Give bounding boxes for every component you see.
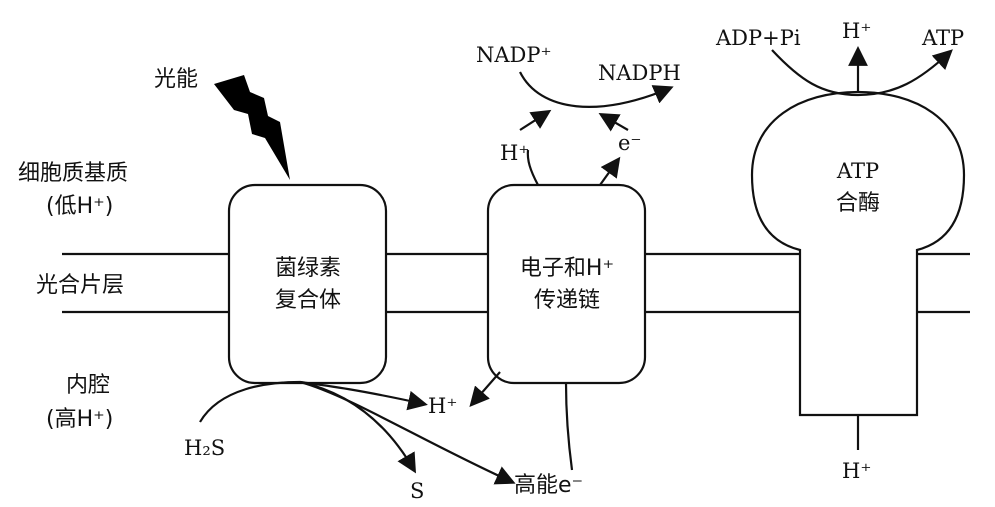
arrow-e-to-nadp xyxy=(598,113,629,132)
h2s-curve xyxy=(199,380,301,423)
arrow-to-h-lumen xyxy=(299,380,428,411)
stroma-note: (低H⁺) xyxy=(46,194,113,219)
high-energy-e-into-chain xyxy=(564,382,574,471)
nadph-label: NADPH xyxy=(598,61,681,85)
lightning-icon xyxy=(214,75,290,180)
h2s-label: H₂S xyxy=(184,436,225,460)
atp-label: ATP xyxy=(921,26,964,50)
e-top-label: e⁻ xyxy=(618,131,642,155)
arrow-adp-to-atp xyxy=(771,49,953,97)
h-lumen-label: H⁺ xyxy=(428,394,457,418)
atp-synthase-label-2: 合酶 xyxy=(836,191,880,216)
arrow-chain-to-e xyxy=(599,156,621,186)
bacteriochlorophyll-complex-box xyxy=(227,183,388,385)
arrow-to-high-energy-e xyxy=(299,380,516,485)
transport-chain-box xyxy=(486,183,647,385)
membrane-lines xyxy=(62,252,970,314)
atp-synthase-label-1: ATP xyxy=(836,159,879,183)
complex-label-1: 菌绿素 xyxy=(275,256,341,281)
lumen-note: (高H⁺) xyxy=(46,407,113,432)
complex-label-2: 复合体 xyxy=(275,288,341,313)
arrow-nadp-to-nadph xyxy=(519,71,674,108)
light-energy-label: 光能 xyxy=(154,67,198,92)
h-top-label: H⁺ xyxy=(500,141,529,165)
chain-label-1: 电子和H⁺ xyxy=(520,256,614,281)
high-energy-e-label: 高能e⁻ xyxy=(514,473,583,498)
lumen-label: 内腔 xyxy=(66,373,110,398)
h-top-stem xyxy=(526,149,539,186)
h-bottom-label: H⁺ xyxy=(842,459,871,483)
arrow-chain-to-h xyxy=(469,371,501,407)
arrow-h-to-nadp xyxy=(519,109,552,131)
chain-label-2: 传递链 xyxy=(534,288,600,313)
nadp-label: NADP⁺ xyxy=(476,43,552,67)
atp-synthase-shape xyxy=(750,90,966,417)
h-out-label: H⁺ xyxy=(842,19,871,43)
adp-pi-label: ADP+Pi xyxy=(715,26,801,50)
s-label: S xyxy=(410,479,424,503)
thylakoid-label: 光合片层 xyxy=(36,273,124,298)
stroma-label: 细胞质基质 xyxy=(18,161,128,186)
